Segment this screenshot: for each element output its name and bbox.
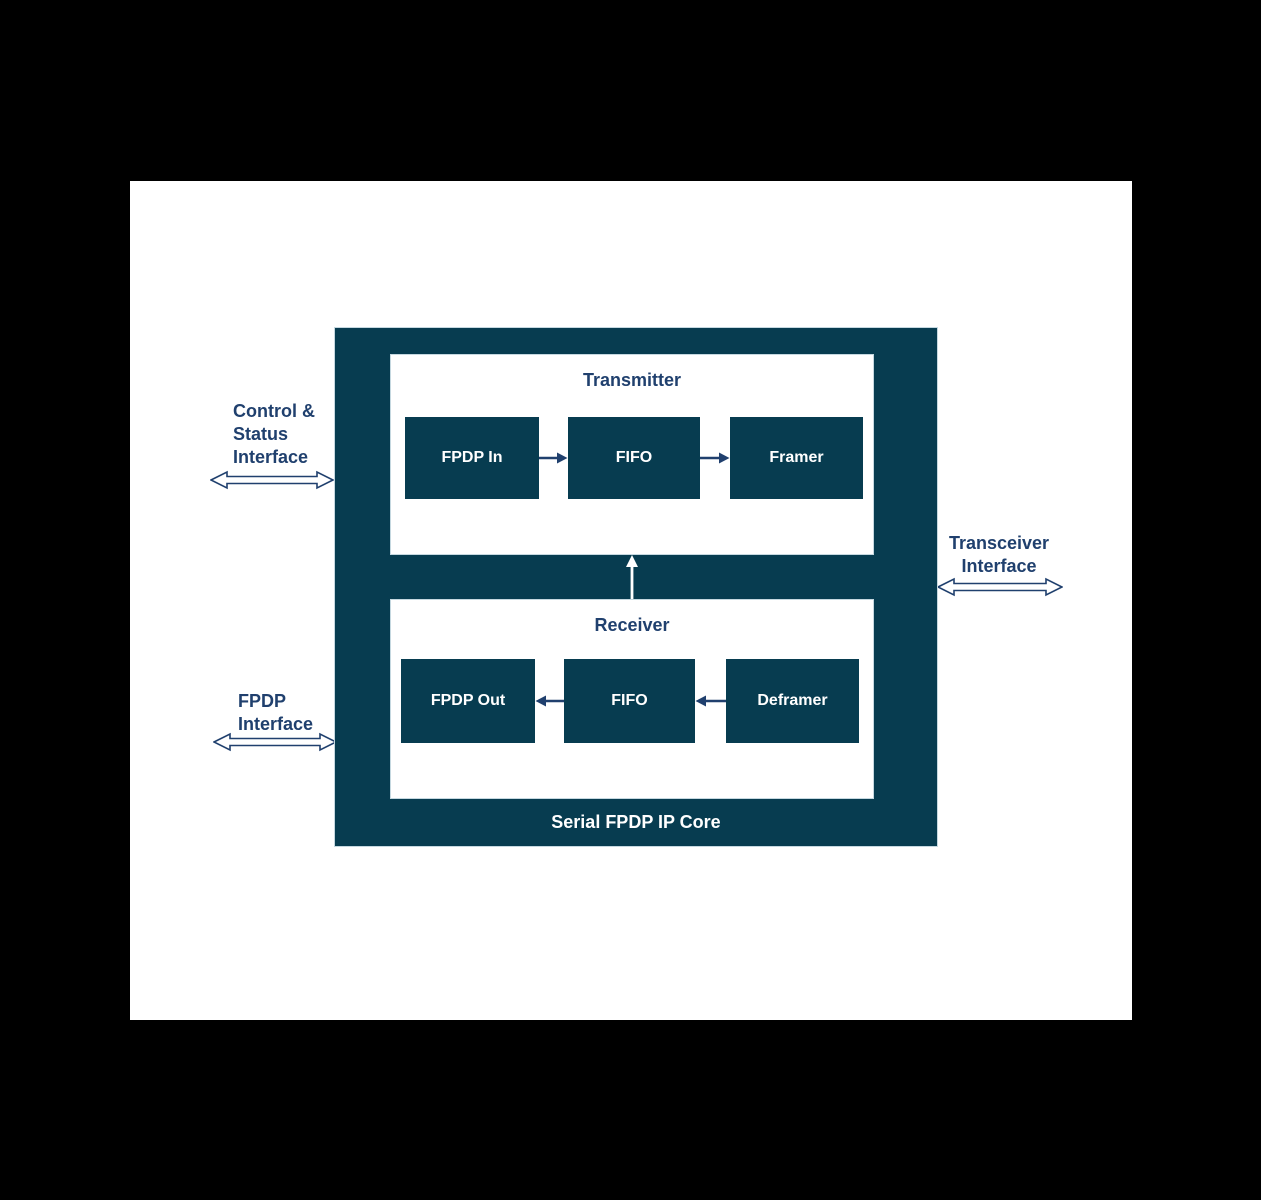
left-arrow-icon xyxy=(695,695,726,707)
transmitter-fifo-label: FIFO xyxy=(615,449,653,466)
fpdp-out-label: FPDP Out xyxy=(430,692,506,709)
deframer-label: Deframer xyxy=(757,692,828,709)
framer-block: Framer xyxy=(730,417,863,499)
serial-fpdp-ip-core-box: Transmitter FPDP In FIFO Framer xyxy=(334,327,938,847)
receiver-fifo-block: FIFO xyxy=(564,659,695,743)
transceiver-interface-label: Transceiver Interface xyxy=(924,532,1074,578)
receiver-panel: Receiver FPDP Out FIFO Deframer xyxy=(390,599,874,799)
right-arrow-icon xyxy=(539,452,568,464)
slide-canvas: Control & Status Interface FPDP Interfac… xyxy=(130,181,1132,1020)
fpdp-in-label: FPDP In xyxy=(441,449,503,466)
control-status-line-2: Status xyxy=(233,424,289,444)
fpdp-in-block: FPDP In xyxy=(405,417,539,499)
fpdp-out-block: FPDP Out xyxy=(401,659,535,743)
control-status-line-3: Interface xyxy=(233,447,309,467)
transmitter-title: Transmitter xyxy=(582,370,682,390)
up-arrow-icon xyxy=(626,555,638,599)
bidirectional-arrow-icon xyxy=(937,577,1063,597)
transceiver-line-2: Interface xyxy=(961,556,1037,576)
fpdp-line-2: Interface xyxy=(238,714,314,734)
fpdp-line-1: FPDP xyxy=(238,691,287,711)
transceiver-line-1: Transceiver xyxy=(948,533,1050,553)
framer-label: Framer xyxy=(769,449,824,466)
transmitter-fifo-block: FIFO xyxy=(568,417,700,499)
control-status-interface-label: Control & Status Interface xyxy=(233,400,315,469)
bidirectional-arrow-icon xyxy=(210,470,334,490)
receiver-fifo-label: FIFO xyxy=(611,692,648,709)
transmitter-panel: Transmitter FPDP In FIFO Framer xyxy=(390,354,874,555)
fpdp-interface-label: FPDP Interface xyxy=(238,690,313,736)
bidirectional-arrow-icon xyxy=(213,732,337,752)
left-arrow-icon xyxy=(535,695,564,707)
deframer-block: Deframer xyxy=(726,659,859,743)
core-title: Serial FPDP IP Core xyxy=(551,812,721,832)
control-status-line-1: Control & xyxy=(233,401,315,421)
receiver-title: Receiver xyxy=(594,615,670,635)
right-arrow-icon xyxy=(700,452,730,464)
